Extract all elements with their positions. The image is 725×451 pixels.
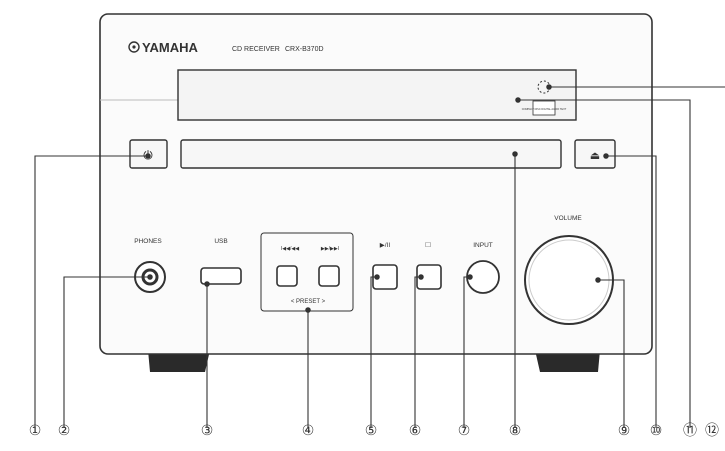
disc-slot [180, 139, 562, 169]
volume-label: VOLUME [554, 215, 582, 222]
play-pause-label: ▶/II [380, 242, 391, 249]
callout-1: ① [29, 423, 42, 439]
eject-button[interactable] [574, 139, 616, 169]
yamaha-logo-icon [128, 41, 140, 53]
phones-label: PHONES [134, 238, 162, 245]
preset-up-button[interactable] [318, 265, 340, 287]
callout-12: ⑫ [705, 423, 719, 439]
model-line: CD RECEIVER [232, 46, 280, 53]
display-window [177, 69, 577, 121]
callout-10: ⑩ [650, 423, 663, 439]
cd-logo-text: COMPACT DISC DIGITAL AUDIO TEXT [522, 108, 567, 111]
brand-name: YAMAHA [142, 40, 198, 55]
callout-9: ⑨ [618, 423, 631, 439]
callout-numbers: ① ② ③ ④ ⑤ ⑥ ⑦ ⑧ ⑨ ⑩ ⑪ ⑫ [29, 423, 719, 439]
stop-label: □ [426, 240, 431, 249]
callout-8: ⑧ [509, 423, 522, 439]
callout-7: ⑦ [458, 423, 471, 439]
preset-right-label: ▶▶/▶▶I [321, 246, 339, 252]
preset-left-label: I◀◀/◀◀ [281, 246, 299, 252]
callout-5: ⑤ [365, 423, 378, 439]
callout-3: ③ [201, 423, 214, 439]
right-foot [535, 350, 600, 372]
usb-label: USB [214, 238, 227, 245]
callout-4: ④ [302, 423, 315, 439]
leader-lines [34, 84, 725, 428]
input-label: INPUT [473, 242, 493, 249]
callout-6: ⑥ [409, 423, 422, 439]
usb-port[interactable] [200, 267, 242, 285]
eject-icon: ⏏ [590, 150, 600, 162]
cd-logo-badge [532, 100, 556, 116]
left-foot [148, 350, 210, 372]
model-number: CRX-B370D [285, 46, 324, 53]
callout-11: ⑪ [683, 423, 697, 439]
preset-down-button[interactable] [276, 265, 298, 287]
preset-label: < PRESET > [291, 299, 326, 305]
callout-2: ② [58, 423, 71, 439]
